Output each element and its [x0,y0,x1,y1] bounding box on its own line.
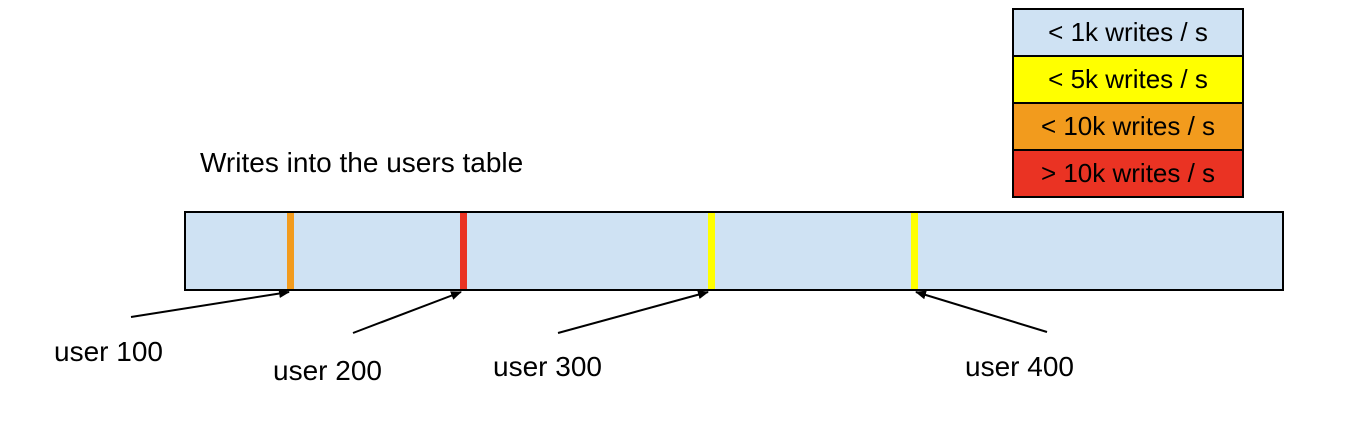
stripe-user-200 [460,213,467,289]
label-user-200: user 200 [273,355,382,386]
stripe-user-400 [911,213,918,289]
label-user-400: user 400 [965,351,1074,382]
legend-item-under-10k: < 10k writes / s [1014,104,1242,151]
arrow-user-200 [352,291,462,334]
arrow-user-400 [915,290,1048,333]
stripe-user-100 [287,213,294,289]
legend: < 1k writes / s < 5k writes / s < 10k wr… [1012,8,1244,198]
arrow-user-100 [130,289,290,318]
legend-item-under-1k: < 1k writes / s [1014,10,1242,57]
legend-item-label: < 1k writes / s [1048,17,1208,47]
users-table-bar [184,211,1284,291]
legend-item-label: < 10k writes / s [1040,111,1216,141]
legend-item-under-5k: < 5k writes / s [1014,57,1242,104]
diagram-title: Writes into the users table [200,147,524,178]
label-user-300: user 300 [493,351,602,382]
arrow-user-300 [557,290,709,334]
legend-item-over-10k: > 10k writes / s [1014,151,1242,196]
label-user-100: user 100 [54,336,163,367]
legend-item-label: < 5k writes / s [1048,64,1208,94]
stripe-user-300 [708,213,715,289]
legend-item-label: > 10k writes / s [1040,158,1216,188]
